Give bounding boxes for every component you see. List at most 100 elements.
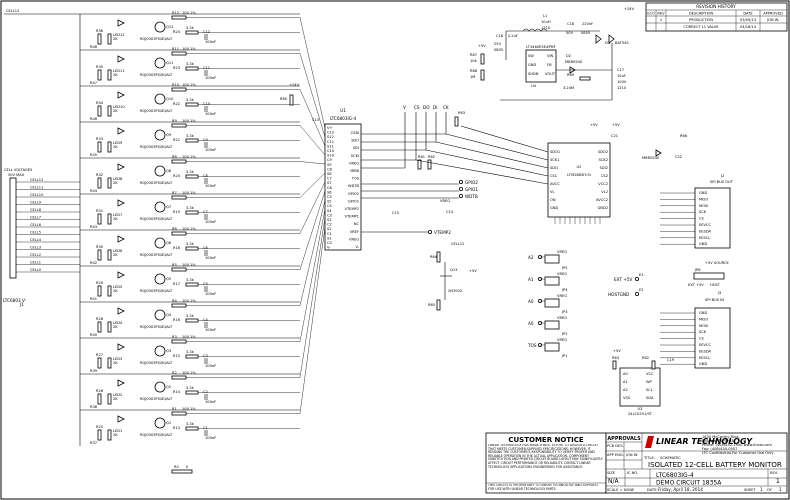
u2-left-pin: SCK1 bbox=[550, 158, 559, 162]
cap-ref: C12 bbox=[203, 30, 210, 34]
source-host: HOST bbox=[710, 283, 721, 287]
cell-pin-label: CELL5 bbox=[30, 231, 41, 235]
q-part: RQJ0303PGDQALT bbox=[140, 433, 173, 437]
u2-pins: SDO1SCK1SDI1CS1AVCCVLONGNDSDO2SCK2SDI2CS… bbox=[550, 150, 608, 224]
cell-pin-label: CELL4 bbox=[30, 238, 42, 242]
ra-ref: R6 bbox=[172, 227, 177, 231]
connector-pin: EESCL bbox=[699, 236, 710, 240]
revision-title: REVISION HISTORY bbox=[696, 4, 736, 9]
cell-pin-label: CELL3 bbox=[30, 246, 41, 250]
source-select: +5V SOURCE JP6 EXT +5V HOST EXT +5V HOST… bbox=[608, 261, 729, 297]
rb-ref: R17 bbox=[173, 282, 180, 286]
j2-ref: J2 bbox=[720, 174, 724, 178]
connector-pin: CS bbox=[699, 337, 705, 341]
u1-left-pin: C12 bbox=[327, 131, 334, 135]
cell-pin-label: CELL7 bbox=[30, 216, 41, 220]
rc-value: 2K bbox=[113, 37, 118, 41]
rev-header-eco: ECO bbox=[647, 12, 655, 16]
r71-ref: R63 bbox=[612, 356, 619, 360]
q13-part: 2N7002 bbox=[448, 289, 462, 293]
ra-ref: R12 bbox=[172, 11, 179, 15]
rb-value: 3.3k bbox=[186, 350, 195, 354]
ic-no-label: IC NO. bbox=[627, 471, 638, 475]
ic-u3: U3 24LC025-I/ST A0 A1 A2 VSS VCC WP SCL … bbox=[612, 349, 675, 416]
u1-vplus-label: +24V bbox=[289, 83, 300, 87]
d1-part: BAT54S bbox=[615, 41, 629, 45]
led-label: LED2 bbox=[113, 393, 122, 397]
rb-ref: R21 bbox=[173, 138, 180, 142]
u2-left-pin: SDI1 bbox=[550, 166, 558, 170]
q-ref: Q2 bbox=[166, 385, 171, 389]
rev-header-rev: REV bbox=[657, 12, 665, 16]
r66-ref: R66 bbox=[680, 134, 688, 138]
rev-row1-rev: 1 bbox=[660, 18, 662, 22]
u1-left-pin: C11 bbox=[327, 140, 334, 144]
c18-volt: 50V bbox=[566, 31, 574, 35]
u1-left-pin: S9 bbox=[327, 163, 332, 167]
cell-pins: CELL12CELL11CELL10CELL9CELL8CELL7CELL6CE… bbox=[16, 178, 80, 273]
j3-title: SPI BUS IN bbox=[705, 298, 724, 302]
vtemp2-label: VTEMP2 bbox=[434, 230, 451, 235]
address-4: Fax: (408)434-0507 bbox=[702, 447, 737, 451]
u1-left-pin: C10 bbox=[327, 149, 335, 153]
connector-sub: 50V MAX bbox=[8, 173, 25, 177]
u2-left-pin: GND bbox=[550, 206, 558, 210]
cap-ref: C9 bbox=[203, 138, 209, 142]
r0-ref: R0 bbox=[174, 465, 179, 469]
ext5v-label: EXT +5V bbox=[614, 277, 633, 282]
q-ref: Q8 bbox=[166, 169, 172, 173]
jumper-signal: TOS bbox=[527, 343, 537, 348]
rc-value: 2K bbox=[113, 217, 118, 221]
u1-right-pin: VTEMP1 bbox=[345, 215, 359, 219]
rd-ref: R45 bbox=[90, 153, 97, 157]
u3-pin-a1: A1 bbox=[623, 380, 628, 384]
u3-ref: U3 bbox=[638, 407, 643, 411]
jumper-net: VREG bbox=[557, 250, 567, 254]
rb-ref: R20 bbox=[173, 174, 181, 178]
source-jp: JP6 bbox=[694, 268, 701, 272]
cap-ref: C7 bbox=[203, 210, 208, 214]
u3-part: 24LC025-I/ST bbox=[628, 412, 653, 416]
u1-left-pin: C5 bbox=[327, 195, 332, 199]
rb-ref: R18 bbox=[173, 246, 181, 250]
u2-left-pin: SDO1 bbox=[550, 150, 560, 154]
cell-pin-label: CELL0 bbox=[30, 268, 42, 272]
bus-ck: CK bbox=[443, 105, 449, 110]
size-value: N/A bbox=[608, 478, 620, 485]
ra-value: 100 1% bbox=[182, 263, 196, 267]
ra-value: 100 1% bbox=[182, 83, 196, 87]
cap-ref: C8 bbox=[203, 174, 209, 178]
c17-ref: C17 bbox=[617, 68, 624, 72]
cap-value: 100nF bbox=[205, 76, 216, 80]
u2-left-pin: AVCC bbox=[550, 182, 560, 186]
boost-supply: L1 10uH 1210 C18 220nF 50V 0805 D1 BAT54… bbox=[470, 7, 635, 101]
ra-value: 100 1% bbox=[182, 227, 196, 231]
j3-ref: J3 bbox=[717, 291, 721, 295]
approvals-label: APPROVALS bbox=[607, 436, 641, 442]
cell-pin-label: CELL1 bbox=[30, 261, 41, 265]
address-3: Phone: (408)432-1900 www.linear.com bbox=[702, 443, 772, 447]
spi-bus-in: J3 SPI BUS IN GNDMISOMOSISCKCSEEVCCEESDA… bbox=[660, 291, 731, 369]
ra-value: 100 1% bbox=[182, 119, 196, 123]
cap-ref: C5 bbox=[203, 282, 208, 286]
jumper-ref: JP5 bbox=[561, 266, 568, 270]
connector-pin: MISO bbox=[699, 197, 708, 201]
led-label: LED4 bbox=[113, 321, 123, 325]
rev-header-date: DATE bbox=[743, 12, 753, 16]
j2-title: SPI BUS OUT bbox=[710, 180, 734, 184]
jumper-signal: A0 bbox=[528, 299, 534, 304]
u1-left-pin: V- bbox=[327, 246, 331, 250]
u1-left-pin: S8 bbox=[327, 172, 332, 176]
cap-value: 100nF bbox=[205, 256, 216, 260]
cap-ref: C6 bbox=[203, 246, 209, 250]
rd-ref: R44 bbox=[90, 189, 98, 193]
led-label: LED6 bbox=[113, 249, 123, 253]
q-part: RQJ0303PGDQALT bbox=[140, 253, 173, 257]
